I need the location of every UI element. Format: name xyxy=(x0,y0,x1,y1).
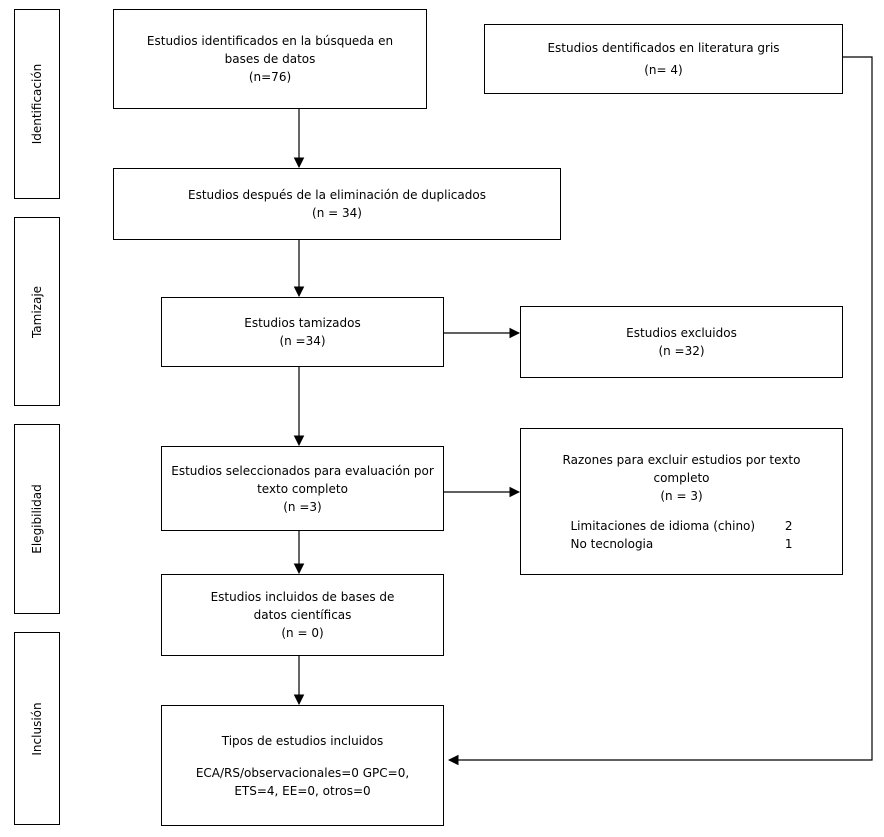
screened-count: (n =34) xyxy=(279,334,326,348)
db-search-count: (n=76) xyxy=(248,70,292,84)
phase-inclusion-label: Inclusión xyxy=(30,701,44,756)
db-search-line1: Estudios identificados en la búsqueda en xyxy=(146,34,394,48)
dedup-count: (n = 34) xyxy=(312,206,362,220)
study-types-line3: ETS=4, EE=0, otros=0 xyxy=(234,783,371,798)
db-search-line2: bases de datos xyxy=(224,52,316,66)
list-item: No tecnologia 1 xyxy=(571,535,793,553)
dedup-line1: Estudios después de la eliminación de du… xyxy=(188,188,486,202)
arrow-greylit-to-types xyxy=(447,56,873,766)
included-db-line1: Estudios incluidos de bases de xyxy=(210,590,395,604)
full-text-line2: texto completo xyxy=(257,481,348,496)
included-db-line2: datos científicas xyxy=(253,608,352,622)
study-types-line1: Tipos de estudios incluidos xyxy=(221,733,384,748)
full-text-count: (n =3) xyxy=(283,499,322,514)
list-item: Limitaciones de idioma (chino) 2 xyxy=(571,517,793,535)
exclusion-reasons-line1: Razones para excluir estudios por texto xyxy=(562,452,801,467)
exclusion-reasons-count: (n = 3) xyxy=(660,488,703,503)
phase-eligibility-label: Elegibilidad xyxy=(30,484,44,554)
study-types-line2: ECA/RS/observacionales=0 GPC=0, xyxy=(195,765,410,780)
grey-literature-box: Estudios dentificados en literatura gris… xyxy=(484,24,843,94)
grey-literature-line1: Estudios dentificados en literatura gris xyxy=(547,41,780,55)
phase-eligibility: Elegibilidad xyxy=(14,424,60,614)
exclusion-reasons-box: Razones para excluir estudios por texto … xyxy=(520,428,843,575)
included-db-count: (n = 0) xyxy=(281,626,324,640)
full-text-line1: Estudios seleccionados para evaluación p… xyxy=(171,463,434,478)
reason-value: 1 xyxy=(784,536,793,551)
phase-inclusion: Inclusión xyxy=(14,632,60,825)
reason-label: No tecnologia xyxy=(570,536,654,551)
dedup-box: Estudios después de la eliminación de du… xyxy=(113,168,561,240)
included-db-box: Estudios incluidos de bases de datos cie… xyxy=(161,574,444,656)
full-text-box: Estudios seleccionados para evaluación p… xyxy=(161,446,444,531)
excluded-count: (n =32) xyxy=(658,344,705,358)
phase-screening: Tamizaje xyxy=(14,217,60,406)
screened-box: Estudios tamizados (n =34) xyxy=(161,297,444,367)
reason-value: 2 xyxy=(784,518,793,533)
screened-line1: Estudios tamizados xyxy=(244,316,361,330)
excluded-box: Estudios excluidos (n =32) xyxy=(520,306,843,378)
phase-screening-label: Tamizaje xyxy=(30,285,44,338)
excluded-line1: Estudios excluidos xyxy=(626,326,737,340)
phase-identification: Identificación xyxy=(14,9,60,199)
exclusion-reasons-list: Limitaciones de idioma (chino) 2 No tecn… xyxy=(571,517,793,553)
db-search-box: Estudios identificados en la búsqueda en… xyxy=(113,9,427,109)
grey-literature-count: (n= 4) xyxy=(644,63,683,77)
phase-identification-label: Identificación xyxy=(30,63,44,145)
reason-label: Limitaciones de idioma (chino) xyxy=(570,518,756,533)
study-types-box: Tipos de estudios incluidos ECA/RS/obser… xyxy=(161,705,444,826)
exclusion-reasons-line2: completo xyxy=(653,470,710,485)
